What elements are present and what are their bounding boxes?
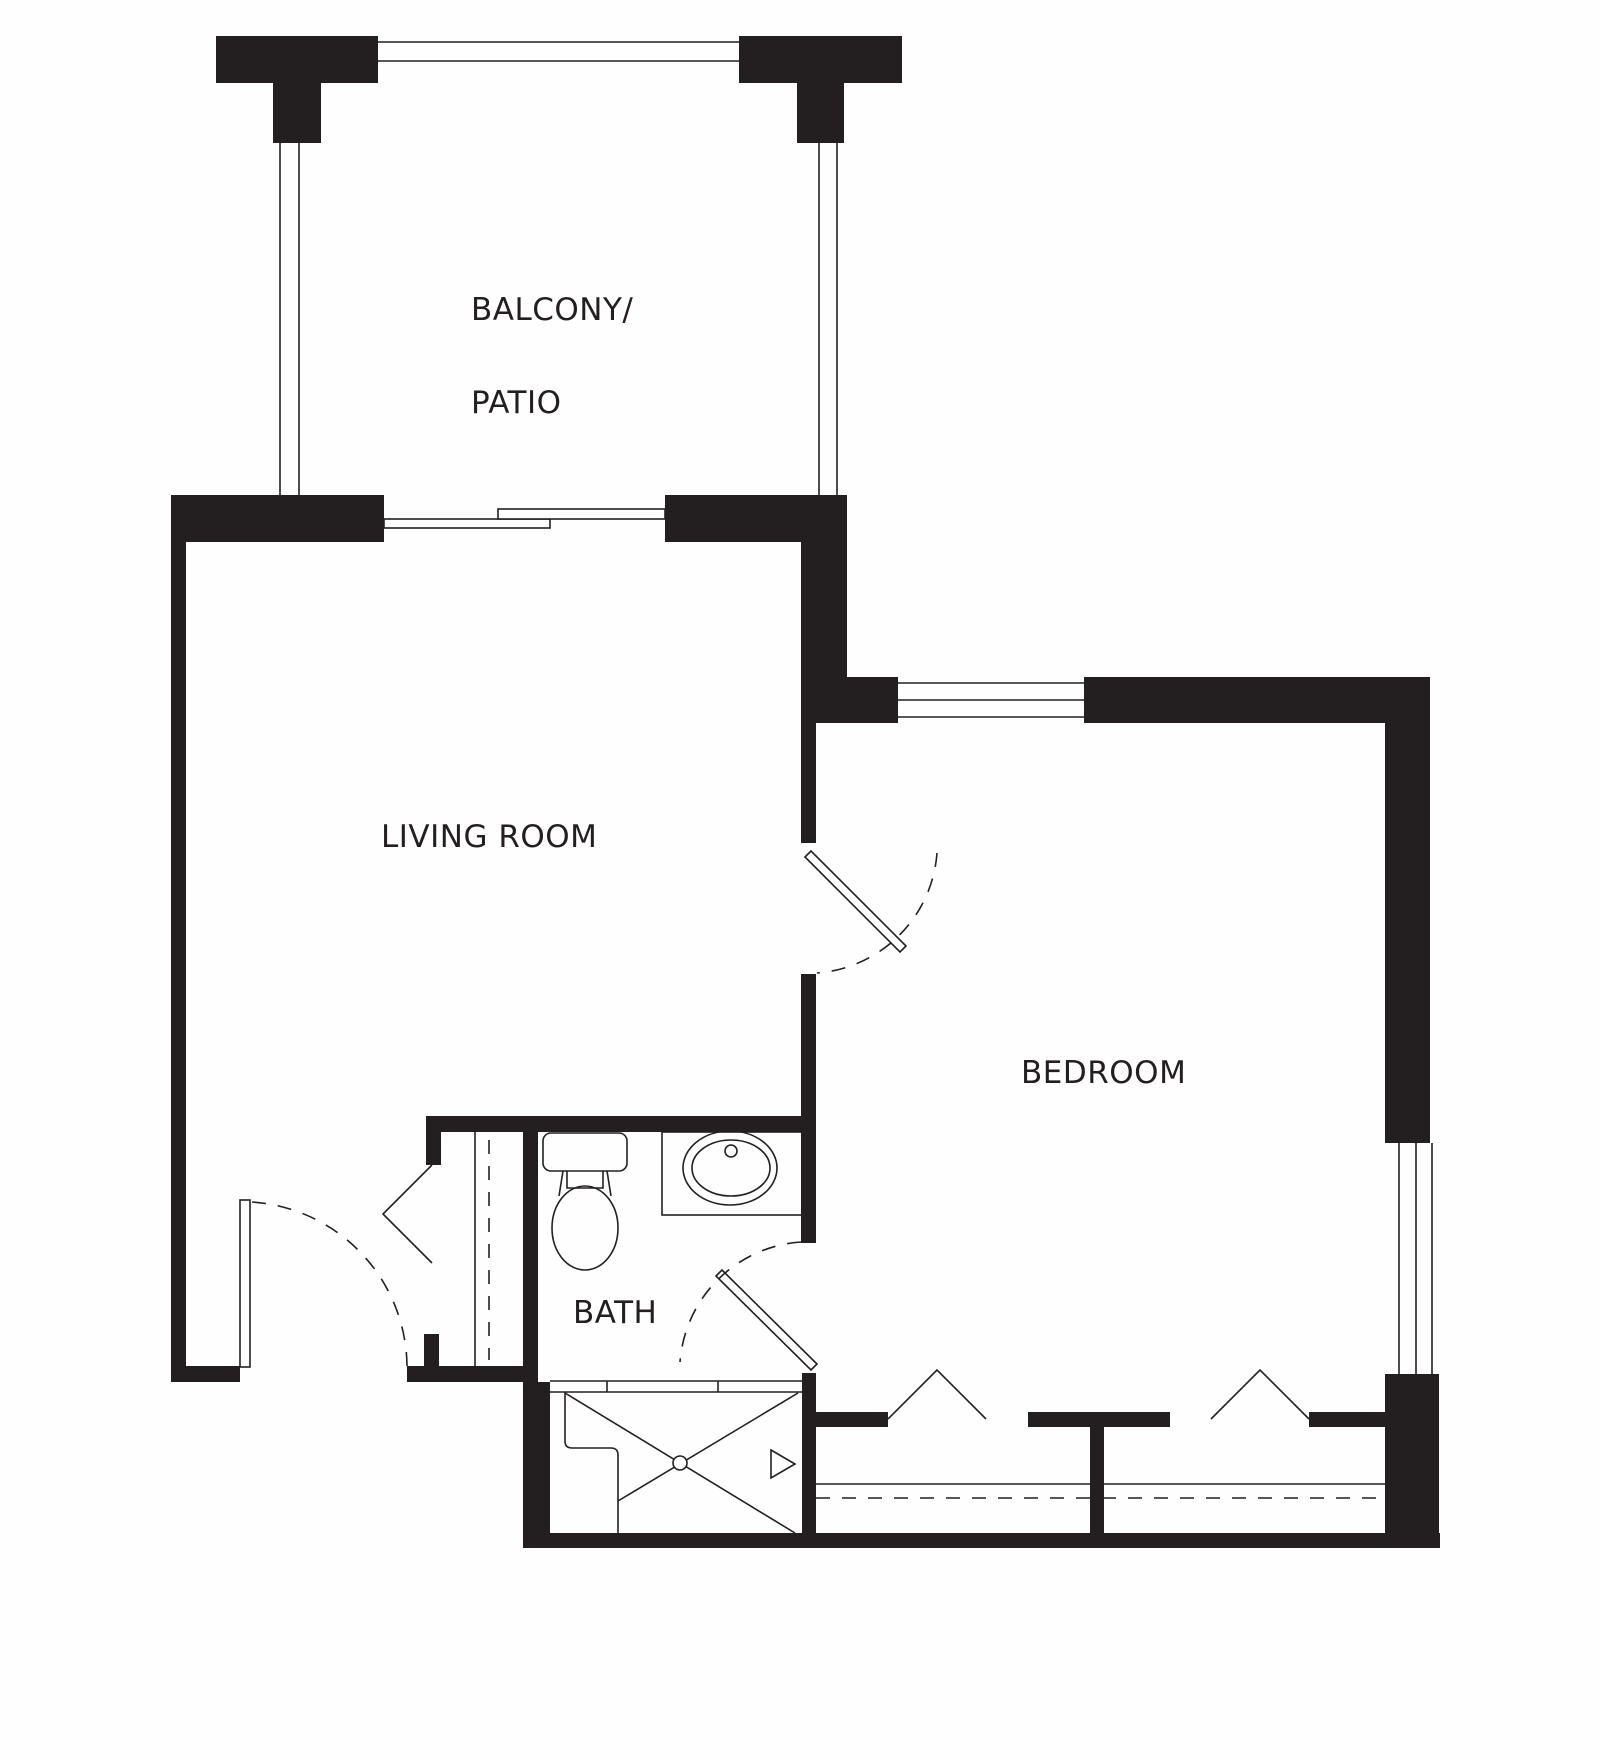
- sink-vanity: [661, 1130, 803, 1216]
- balcony-right-railing: [818, 143, 838, 495]
- balcony-label-line2: PATIO: [471, 385, 562, 421]
- bedroom-door[interactable]: [803, 849, 938, 974]
- bedroom-label: BEDROOM: [1021, 1055, 1187, 1091]
- balcony-label: BALCONY/ PATIO: [471, 233, 633, 450]
- balcony-left-railing: [279, 143, 300, 495]
- sliding-door[interactable]: [383, 508, 666, 529]
- bedroom-walls: [1084, 677, 1439, 1548]
- balcony-top-railing: [378, 41, 739, 62]
- bath-walls: [523, 1116, 1440, 1548]
- shower: [550, 1380, 802, 1534]
- entry-door[interactable]: [239, 1199, 408, 1368]
- shower-valve-icon: [770, 1448, 797, 1480]
- closet-bifold-door-left[interactable]: [887, 1368, 987, 1420]
- entry-closet: [381, 1116, 816, 1382]
- living-room-walls: [171, 495, 898, 1382]
- entry-closet-bifold-door[interactable]: [381, 1164, 433, 1264]
- bath-door[interactable]: [679, 1241, 819, 1372]
- closet-bifold-door-right[interactable]: [1210, 1368, 1310, 1420]
- bedroom-right-window: [1398, 1143, 1433, 1374]
- balcony: [216, 36, 902, 495]
- shower-drain-icon: [672, 1455, 688, 1471]
- bath-label: BATH: [573, 1295, 658, 1331]
- bedroom-closets: [816, 1368, 1385, 1533]
- balcony-post-left: [216, 36, 378, 143]
- bedroom-top-window: [898, 682, 1084, 718]
- living-room-label: LIVING ROOM: [381, 819, 598, 855]
- toilet: [542, 1132, 628, 1271]
- balcony-post-right: [739, 36, 902, 143]
- balcony-label-line1: BALCONY/: [471, 292, 634, 328]
